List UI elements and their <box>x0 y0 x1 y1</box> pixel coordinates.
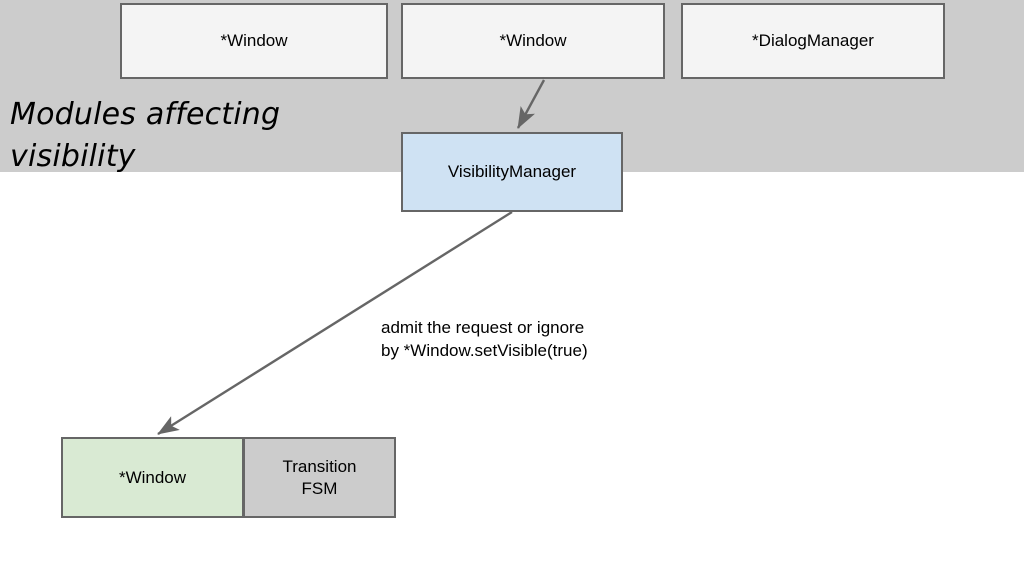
arrow-annotation-label: admit the request or ignore by *Window.s… <box>381 318 588 360</box>
node-window-top-2[interactable]: *Window <box>401 3 665 79</box>
node-transition-fsm[interactable]: Transition FSM <box>243 437 396 518</box>
node-window-top-1[interactable]: *Window <box>120 3 388 79</box>
node-window-bottom[interactable]: *Window <box>61 437 244 518</box>
node-visibilitymanager[interactable]: VisibilityManager <box>401 132 623 212</box>
banner-title: Modules affecting visibility <box>10 97 281 174</box>
node-dialogmanager[interactable]: *DialogManager <box>681 3 945 79</box>
